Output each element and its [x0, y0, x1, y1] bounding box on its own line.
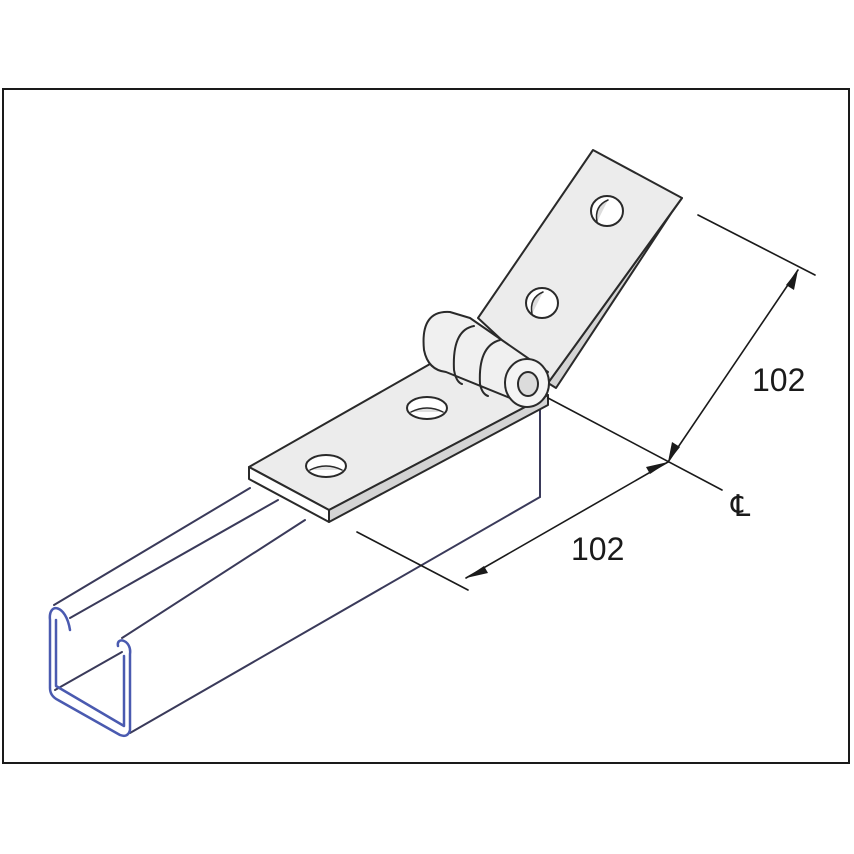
upper-plate: [477, 149, 683, 389]
lower-plate: [248, 363, 549, 523]
dimension-label-lower: 102: [571, 531, 625, 567]
dimension-arrowheads: [466, 270, 798, 578]
channel-profile: [48, 607, 132, 738]
strut-channel: [53, 409, 541, 734]
dimension-lines: [356, 214, 816, 591]
centerline-symbol: ℄: [731, 489, 751, 524]
hinge-knuckles: [422, 310, 550, 408]
dimension-label-upper: 102: [752, 362, 806, 398]
